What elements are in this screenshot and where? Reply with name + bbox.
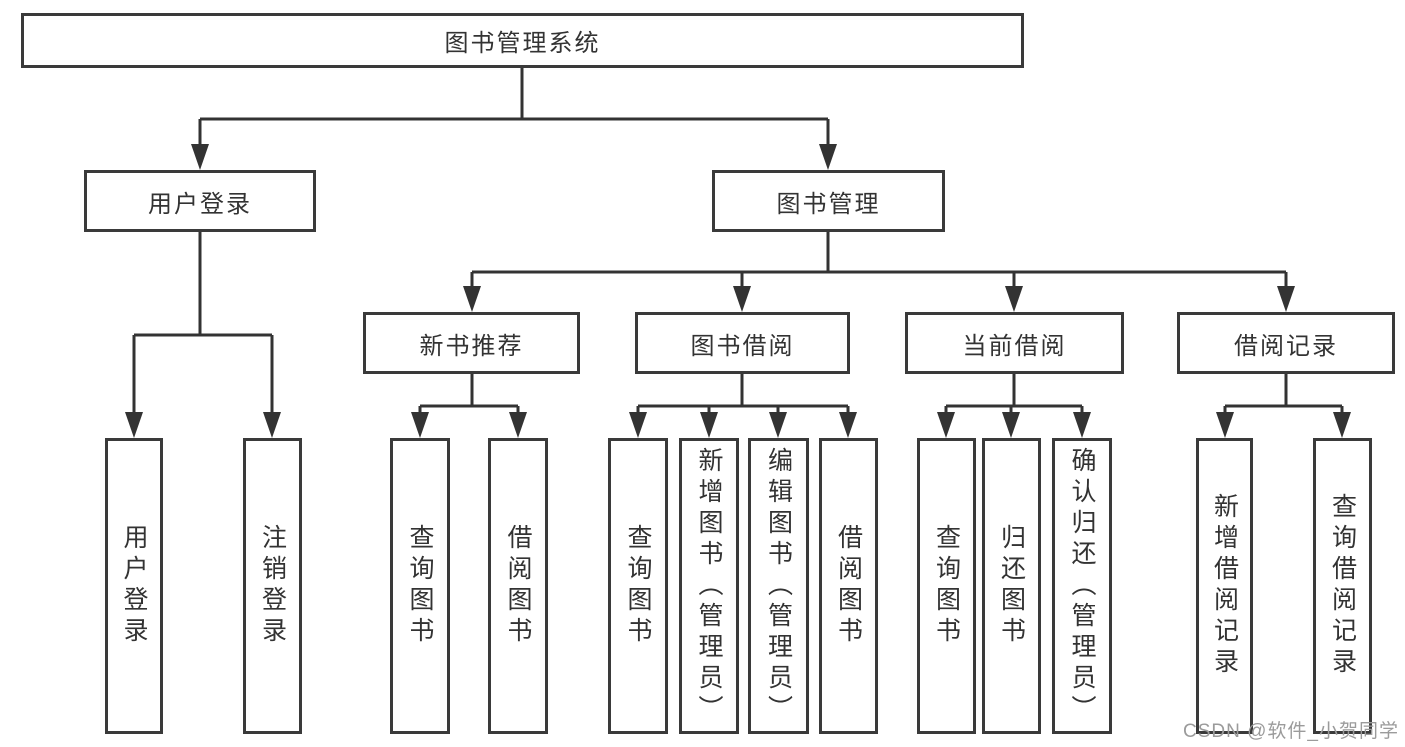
leaf-query-books-current: 查询图书 [917, 438, 976, 734]
watermark-text: CSDN @软件_小贺同学 [1183, 721, 1399, 742]
leaf-borrow-books: 借阅图书 [819, 438, 878, 734]
leaf-confirm-return-admin: 确认归还（管理员） [1052, 438, 1112, 734]
leaf-logout: 注销登录 [243, 438, 302, 734]
leaf-edit-books-admin: 编辑图书（管理员） [748, 438, 809, 734]
node-new-book-recommend: 新书推荐 [363, 312, 580, 374]
node-book-management: 图书管理 [712, 170, 945, 232]
node-current-borrow: 当前借阅 [905, 312, 1124, 374]
edge-user-login-children [125, 232, 281, 438]
edge-new-book-recommend-children [411, 374, 527, 438]
edge-root-to-level2 [191, 68, 837, 170]
node-user-login: 用户登录 [84, 170, 316, 232]
node-book-borrow: 图书借阅 [635, 312, 850, 374]
leaf-user-login: 用户登录 [105, 438, 163, 734]
leaf-borrow-books-recommend: 借阅图书 [488, 438, 548, 734]
leaf-add-books-admin: 新增图书（管理员） [679, 438, 739, 734]
node-borrow-records: 借阅记录 [1177, 312, 1395, 374]
edge-current-borrow-children [937, 374, 1091, 438]
edge-book-borrow-children [629, 374, 857, 438]
leaf-query-borrow-record: 查询借阅记录 [1313, 438, 1372, 734]
leaf-query-books-borrow: 查询图书 [608, 438, 668, 734]
leaf-return-books: 归还图书 [982, 438, 1041, 734]
node-library-management-system: 图书管理系统 [21, 13, 1024, 68]
leaf-add-borrow-record: 新增借阅记录 [1196, 438, 1253, 734]
edge-borrow-records-children [1216, 374, 1351, 438]
edge-book-management-children [463, 232, 1295, 312]
leaf-query-books-recommend: 查询图书 [390, 438, 450, 734]
